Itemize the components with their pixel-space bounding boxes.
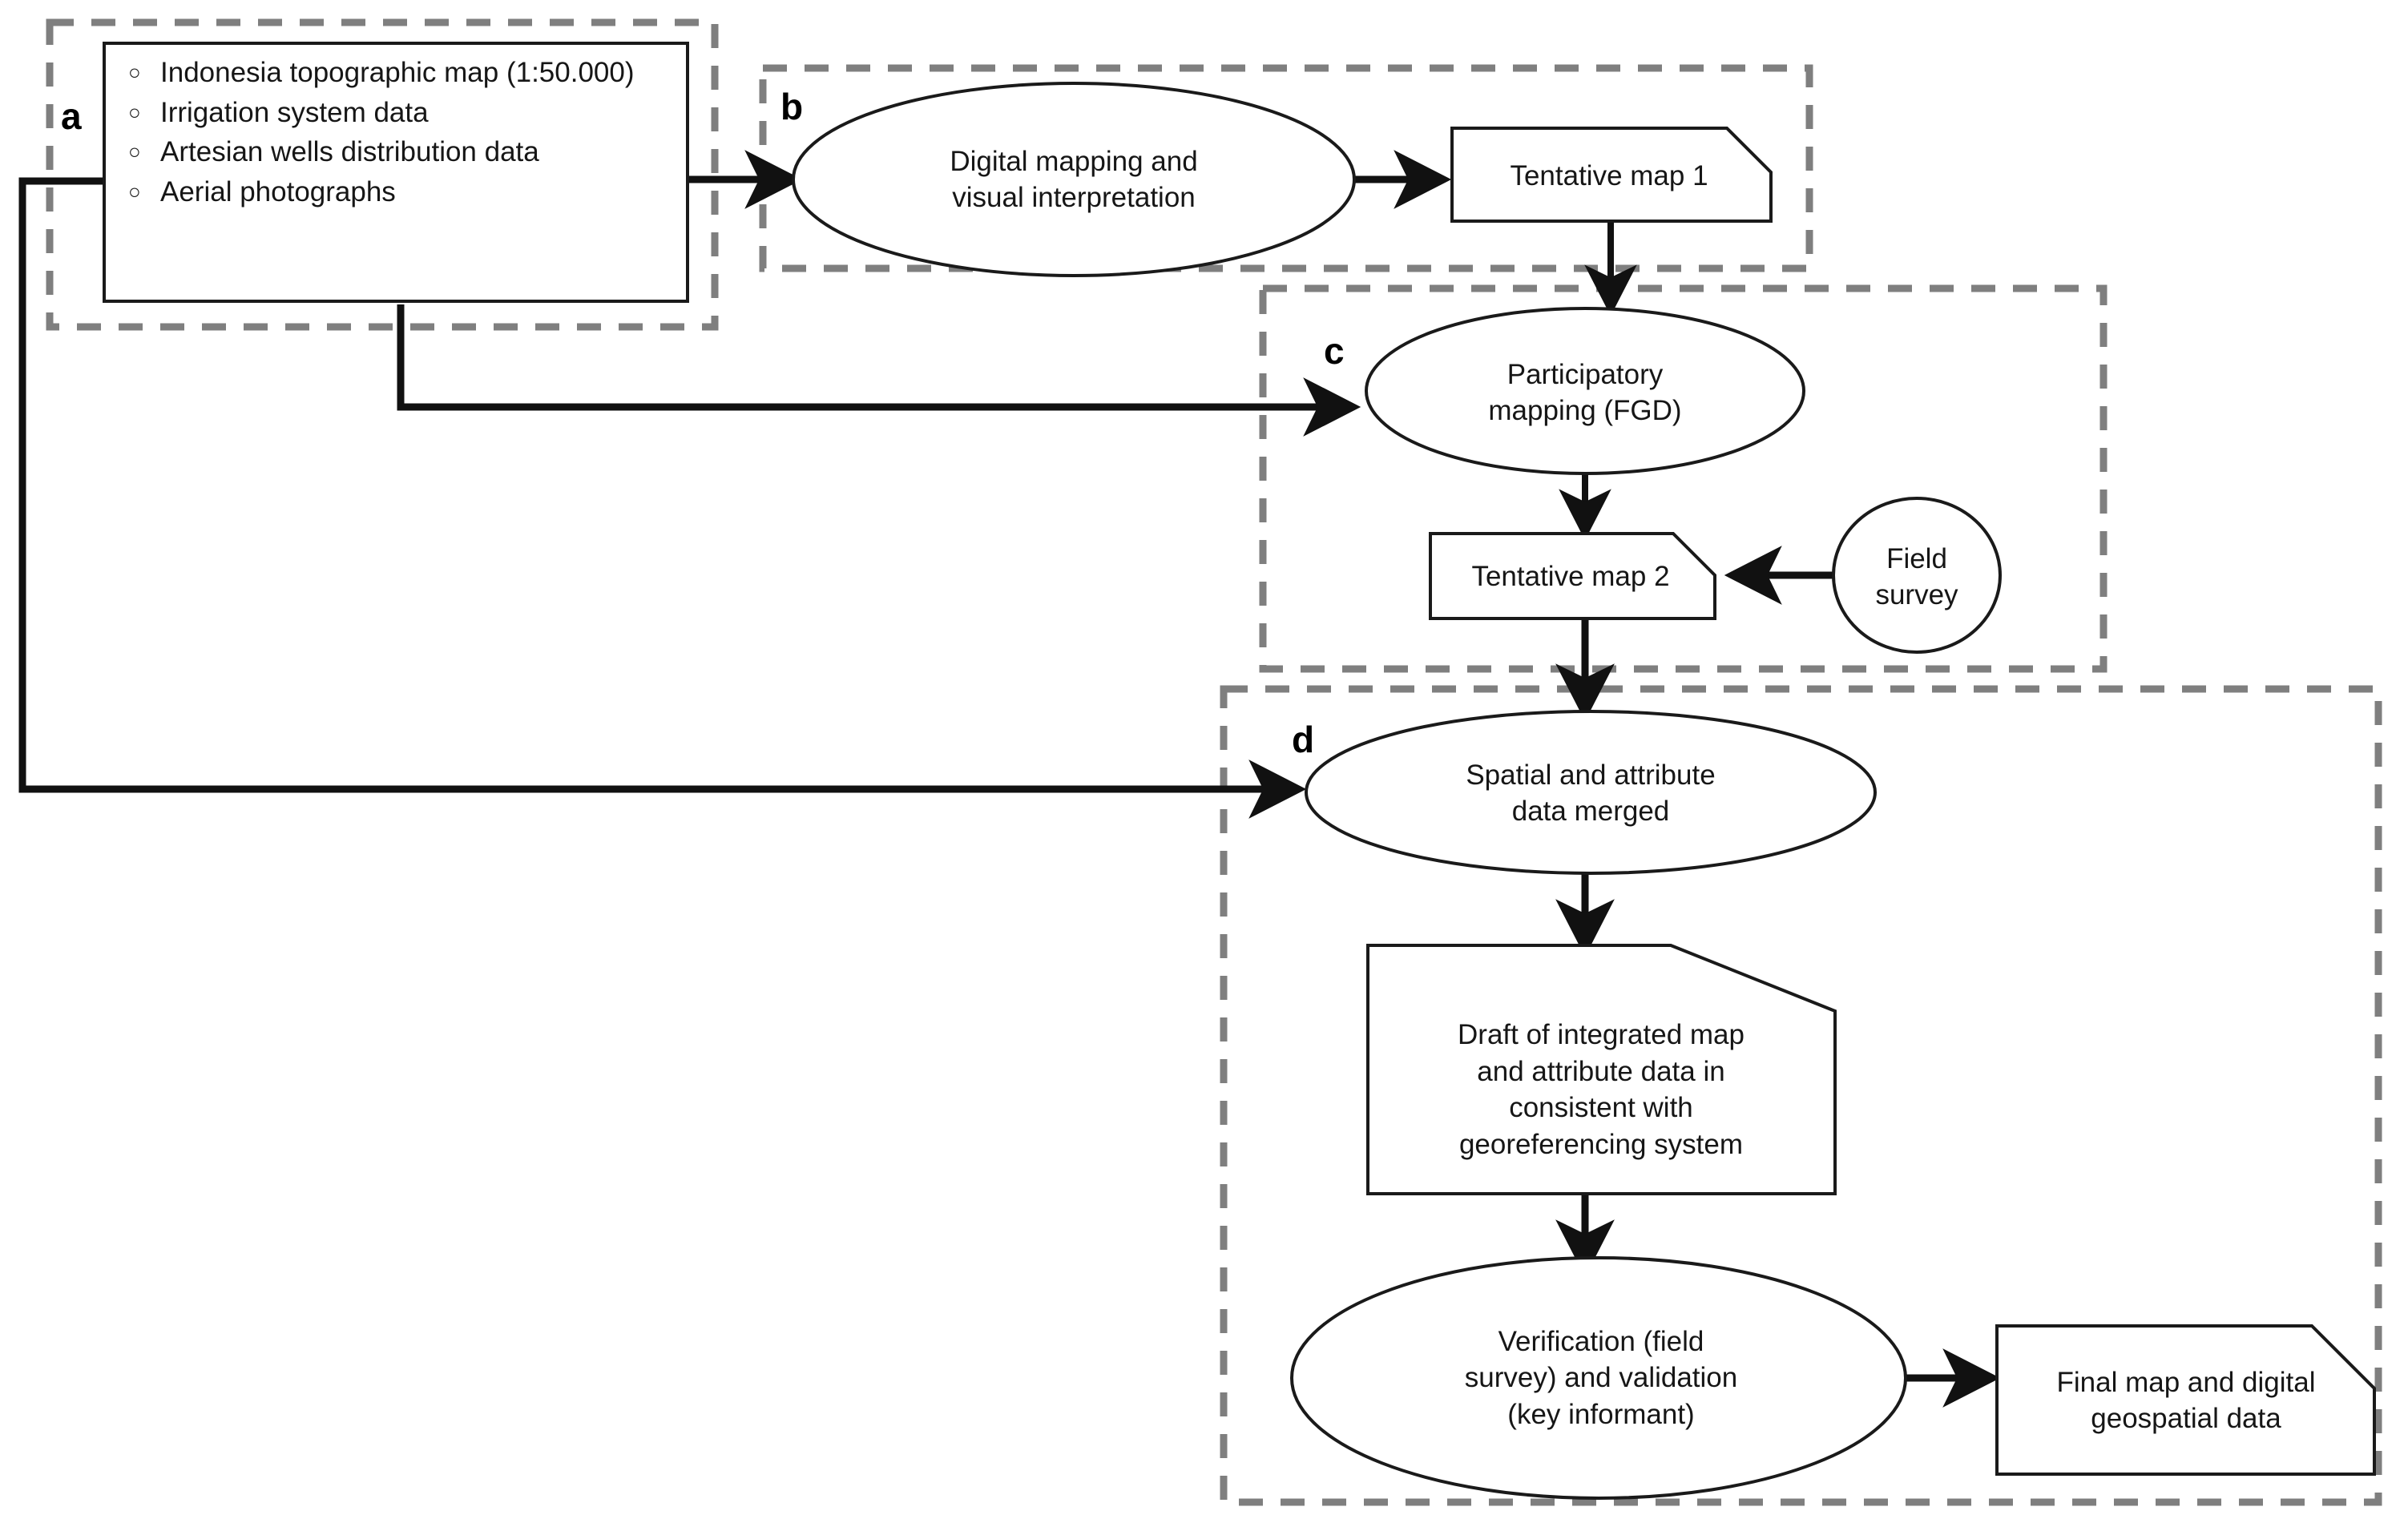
node-digital-mapping[interactable] [792, 82, 1356, 277]
connector-data-to-participatory [397, 304, 1361, 437]
list-item-label: Artesian wells distribution data [160, 136, 539, 167]
data-sources-list: ○ Indonesia topographic map (1:50.000) ○… [128, 54, 681, 213]
group-box-c [1259, 284, 2108, 673]
bullet-circle-icon: ○ [128, 179, 141, 203]
node-tentative-map-1[interactable] [1450, 127, 1773, 223]
node-final-map[interactable] [1995, 1324, 2376, 1476]
list-item-label: Irrigation system data [160, 96, 429, 128]
list-item: ○ Artesian wells distribution data [128, 134, 681, 171]
node-data-sources[interactable] [103, 42, 689, 303]
list-item: ○ Indonesia topographic map (1:50.000) [128, 54, 681, 91]
list-item-label: Aerial photographs [160, 175, 396, 207]
bullet-circle-icon: ○ [128, 99, 141, 124]
node-draft-integrated[interactable] [1366, 944, 1837, 1195]
node-verification[interactable] [1290, 1256, 1907, 1500]
group-box-d [1220, 685, 2382, 1506]
node-spatial-merged[interactable] [1305, 710, 1877, 875]
list-item: ○ Irrigation system data [128, 95, 681, 131]
node-participatory-mapping[interactable] [1365, 307, 1805, 475]
group-label-a: a [61, 95, 82, 137]
list-item-label: Indonesia topographic map (1:50.000) [160, 57, 635, 88]
connector-data-to-spatial [18, 177, 1307, 819]
group-box-a [46, 18, 719, 331]
group-label-b: b [780, 86, 804, 127]
bullet-circle-icon: ○ [128, 60, 141, 84]
group-label-d: d [1292, 719, 1315, 760]
node-field-survey[interactable] [1832, 497, 2002, 654]
node-tentative-map-2[interactable] [1429, 532, 1716, 620]
group-label-c: c [1324, 330, 1345, 372]
list-item: ○ Aerial photographs [128, 174, 681, 211]
bullet-circle-icon: ○ [128, 139, 141, 163]
